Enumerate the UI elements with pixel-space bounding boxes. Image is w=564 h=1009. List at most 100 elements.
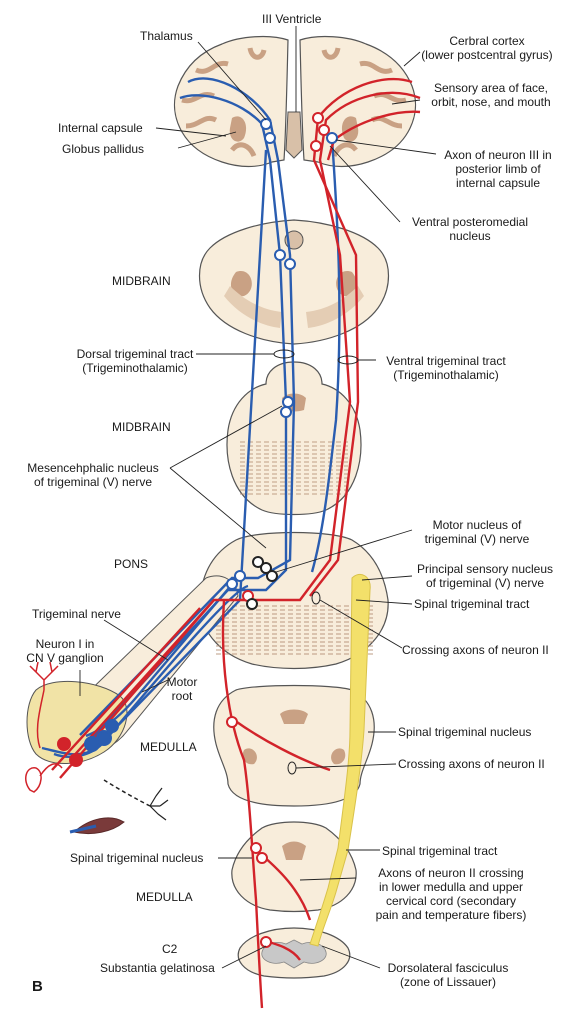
- leader-ventral-posteromedial: [329, 145, 401, 223]
- label-medulla-upper: MEDULLA: [140, 740, 197, 754]
- blue-pathway-main: [89, 94, 288, 741]
- neuron-motor-2: [260, 562, 272, 574]
- label-principal-sensory-nucleus-line2: of trigeminal (V) nerve: [425, 576, 545, 590]
- label-dorsolateral-fasciculus: Dorsolateral fasciculus (zone of Lissaue…: [378, 961, 518, 989]
- blue-pathway-right: [310, 137, 341, 573]
- leader-internal-capsule: [155, 127, 227, 137]
- medulla-lower-outline: [231, 821, 357, 913]
- label-sensory-area: Sensory area of face, orbit, nose, and m…: [422, 81, 560, 109]
- label-sensory-area-line2: orbit, nose, and mouth: [431, 95, 551, 109]
- neuron-ganglion-red-2: [69, 753, 83, 767]
- medulla-upper-nuclei: [242, 709, 346, 765]
- label-neuron-i-line1: Neuron I in: [35, 637, 95, 651]
- motor-nerve-ending: [103, 779, 151, 807]
- neuron-thalamus-red-3: [310, 140, 322, 152]
- label-motor-nucleus: Motor nucleus of trigeminal (V) nerve: [412, 518, 542, 546]
- label-iii-ventricle: III Ventricle: [262, 12, 322, 26]
- neuron-motor-3: [266, 570, 278, 582]
- red-pathway-descending: [221, 599, 264, 1009]
- label-axon-neuron-iii-line1: Axon of neuron III in: [444, 148, 552, 162]
- leader-crossing-1: [319, 599, 403, 649]
- midbrain-upper-section: [199, 219, 389, 345]
- neuron-pons-blue-2: [234, 570, 246, 582]
- label-dorsal-trigeminal-tract: Dorsal trigeminal tract (Trigeminothalam…: [72, 347, 198, 375]
- label-motor-root: Motor root: [162, 675, 202, 703]
- label-spinal-trigeminal-tract-upper: Spinal trigeminal tract: [414, 597, 530, 611]
- neuron-thalamus-blue-3: [326, 132, 338, 144]
- label-trigeminal-nerve: Trigeminal nerve: [32, 607, 121, 621]
- label-principal-sensory-nucleus: Principal sensory nucleus of trigeminal …: [410, 562, 560, 590]
- spinal-trigeminal-tract-column: [309, 574, 371, 947]
- label-leader-lines: [79, 26, 437, 969]
- label-neuron-i-line2: CN V ganglion: [26, 651, 104, 665]
- leader-spinal-tract-1: [355, 599, 413, 605]
- label-ventral-posteromedial-line1: Ventral posteromedial: [411, 215, 529, 229]
- neuron-midbrain-blue-1: [274, 249, 286, 261]
- leader-axon-neuron-iii: [335, 139, 437, 155]
- pons-fibers: [214, 604, 376, 656]
- neuron-thalamus-red-1: [312, 112, 324, 124]
- neuron-mesencephalic-2: [280, 406, 292, 418]
- leader-mesencephalic-1: [169, 405, 283, 469]
- leader-axons-crossing: [299, 877, 357, 881]
- label-c2: C2: [162, 942, 178, 956]
- free-nerve-ending: [29, 661, 59, 749]
- label-mesencephalic-nucleus-line1: Mesencehphalic nucleus: [27, 461, 159, 475]
- label-internal-capsule: Internal capsule: [58, 121, 143, 135]
- label-spinal-trigeminal-nucleus-lower: Spinal trigeminal nucleus: [70, 851, 204, 865]
- label-axons-neuron-ii-crossing: Axons of neuron II crossing in lower med…: [356, 866, 546, 922]
- red-pathway-cortex-1: [69, 91, 421, 761]
- neuron-ganglion-blue-2: [96, 730, 112, 746]
- peripheral-receptors: [25, 661, 169, 835]
- label-motor-nucleus-line1: Motor nucleus of: [432, 518, 522, 532]
- label-crossing-axons-upper: Crossing axons of neuron II: [402, 643, 549, 657]
- muscle-spindle: [72, 817, 125, 835]
- label-cerebral-cortex-line2: (lower postcentral gyrus): [421, 48, 553, 62]
- medulla-lower-section: [231, 821, 357, 913]
- label-axon-neuron-iii-line2: posterior limb of: [455, 162, 541, 176]
- red-pathways: [51, 77, 421, 1009]
- leader-crossing-2: [295, 763, 397, 769]
- red-pathway-cortex-2: [309, 77, 413, 597]
- red-pathway-crossing-medulla: [233, 719, 331, 772]
- neuron-thalamus-blue-1: [260, 118, 272, 130]
- cortex-folds-left: [181, 47, 267, 158]
- neuron-c2-red: [260, 936, 272, 948]
- leader-substantia-gelatinosa: [221, 945, 267, 969]
- label-cerebral-cortex: Cerbral cortex (lower postcentral gyrus): [414, 34, 560, 62]
- label-motor-nucleus-line2: trigeminal (V) nerve: [424, 532, 530, 546]
- label-neuron-i: Neuron I in CN V ganglion: [12, 637, 118, 665]
- crossing-marker-pons: [311, 591, 321, 605]
- label-spinal-trigeminal-nucleus-upper: Spinal trigeminal nucleus: [398, 725, 532, 739]
- medulla-upper-section: [213, 684, 375, 807]
- neuron-mesencephalic-1: [282, 396, 294, 408]
- neuron-ganglion-red-1: [57, 737, 71, 751]
- label-dorsolateral-fasciculus-line2: (zone of Lissauer): [399, 975, 497, 989]
- leader-dorsolateral: [321, 945, 381, 969]
- motor-end-branch: [149, 787, 169, 821]
- neuron-thalamus-blue-2: [264, 132, 276, 144]
- neuron-medulla-red: [226, 716, 238, 728]
- label-spinal-trigeminal-tract-lower: Spinal trigeminal tract: [382, 844, 498, 858]
- neuron-pons-blue-1: [226, 578, 238, 590]
- label-pons: PONS: [114, 557, 149, 571]
- label-mesencephalic-nucleus: Mesencehphalic nucleus of trigeminal (V)…: [18, 461, 168, 489]
- label-dorsal-trigeminal-tract-line2: (Trigeminothalamic): [82, 361, 188, 375]
- label-ventral-trigeminal-tract-line2: (Trigeminothalamic): [393, 368, 499, 382]
- label-ventral-trigeminal-tract: Ventral trigeminal tract (Trigeminothala…: [376, 354, 516, 382]
- label-dorsolateral-fasciculus-line1: Dorsolateral fasciculus: [387, 961, 509, 975]
- label-ventral-posteromedial: Ventral posteromedial nucleus: [400, 215, 540, 243]
- label-axons-neuron-ii-crossing-line1: Axons of neuron II crossing: [378, 866, 524, 880]
- leader-trigeminal-nerve: [103, 619, 169, 661]
- leader-motor-nucleus: [275, 529, 413, 573]
- neuron-motor-1: [252, 556, 264, 568]
- label-cerebral-cortex-line1: Cerbral cortex: [449, 34, 525, 48]
- figure-letter: B: [32, 978, 43, 995]
- label-axon-neuron-iii-line3: internal capsule: [455, 176, 541, 190]
- label-midbrain-upper: MIDBRAIN: [112, 274, 171, 288]
- label-crossing-axons-lower: Crossing axons of neuron II: [398, 757, 545, 771]
- label-ventral-posteromedial-line2: nucleus: [449, 229, 491, 243]
- neuron-ganglion-blue-3: [105, 719, 119, 733]
- blue-pathway-2: [79, 77, 296, 736]
